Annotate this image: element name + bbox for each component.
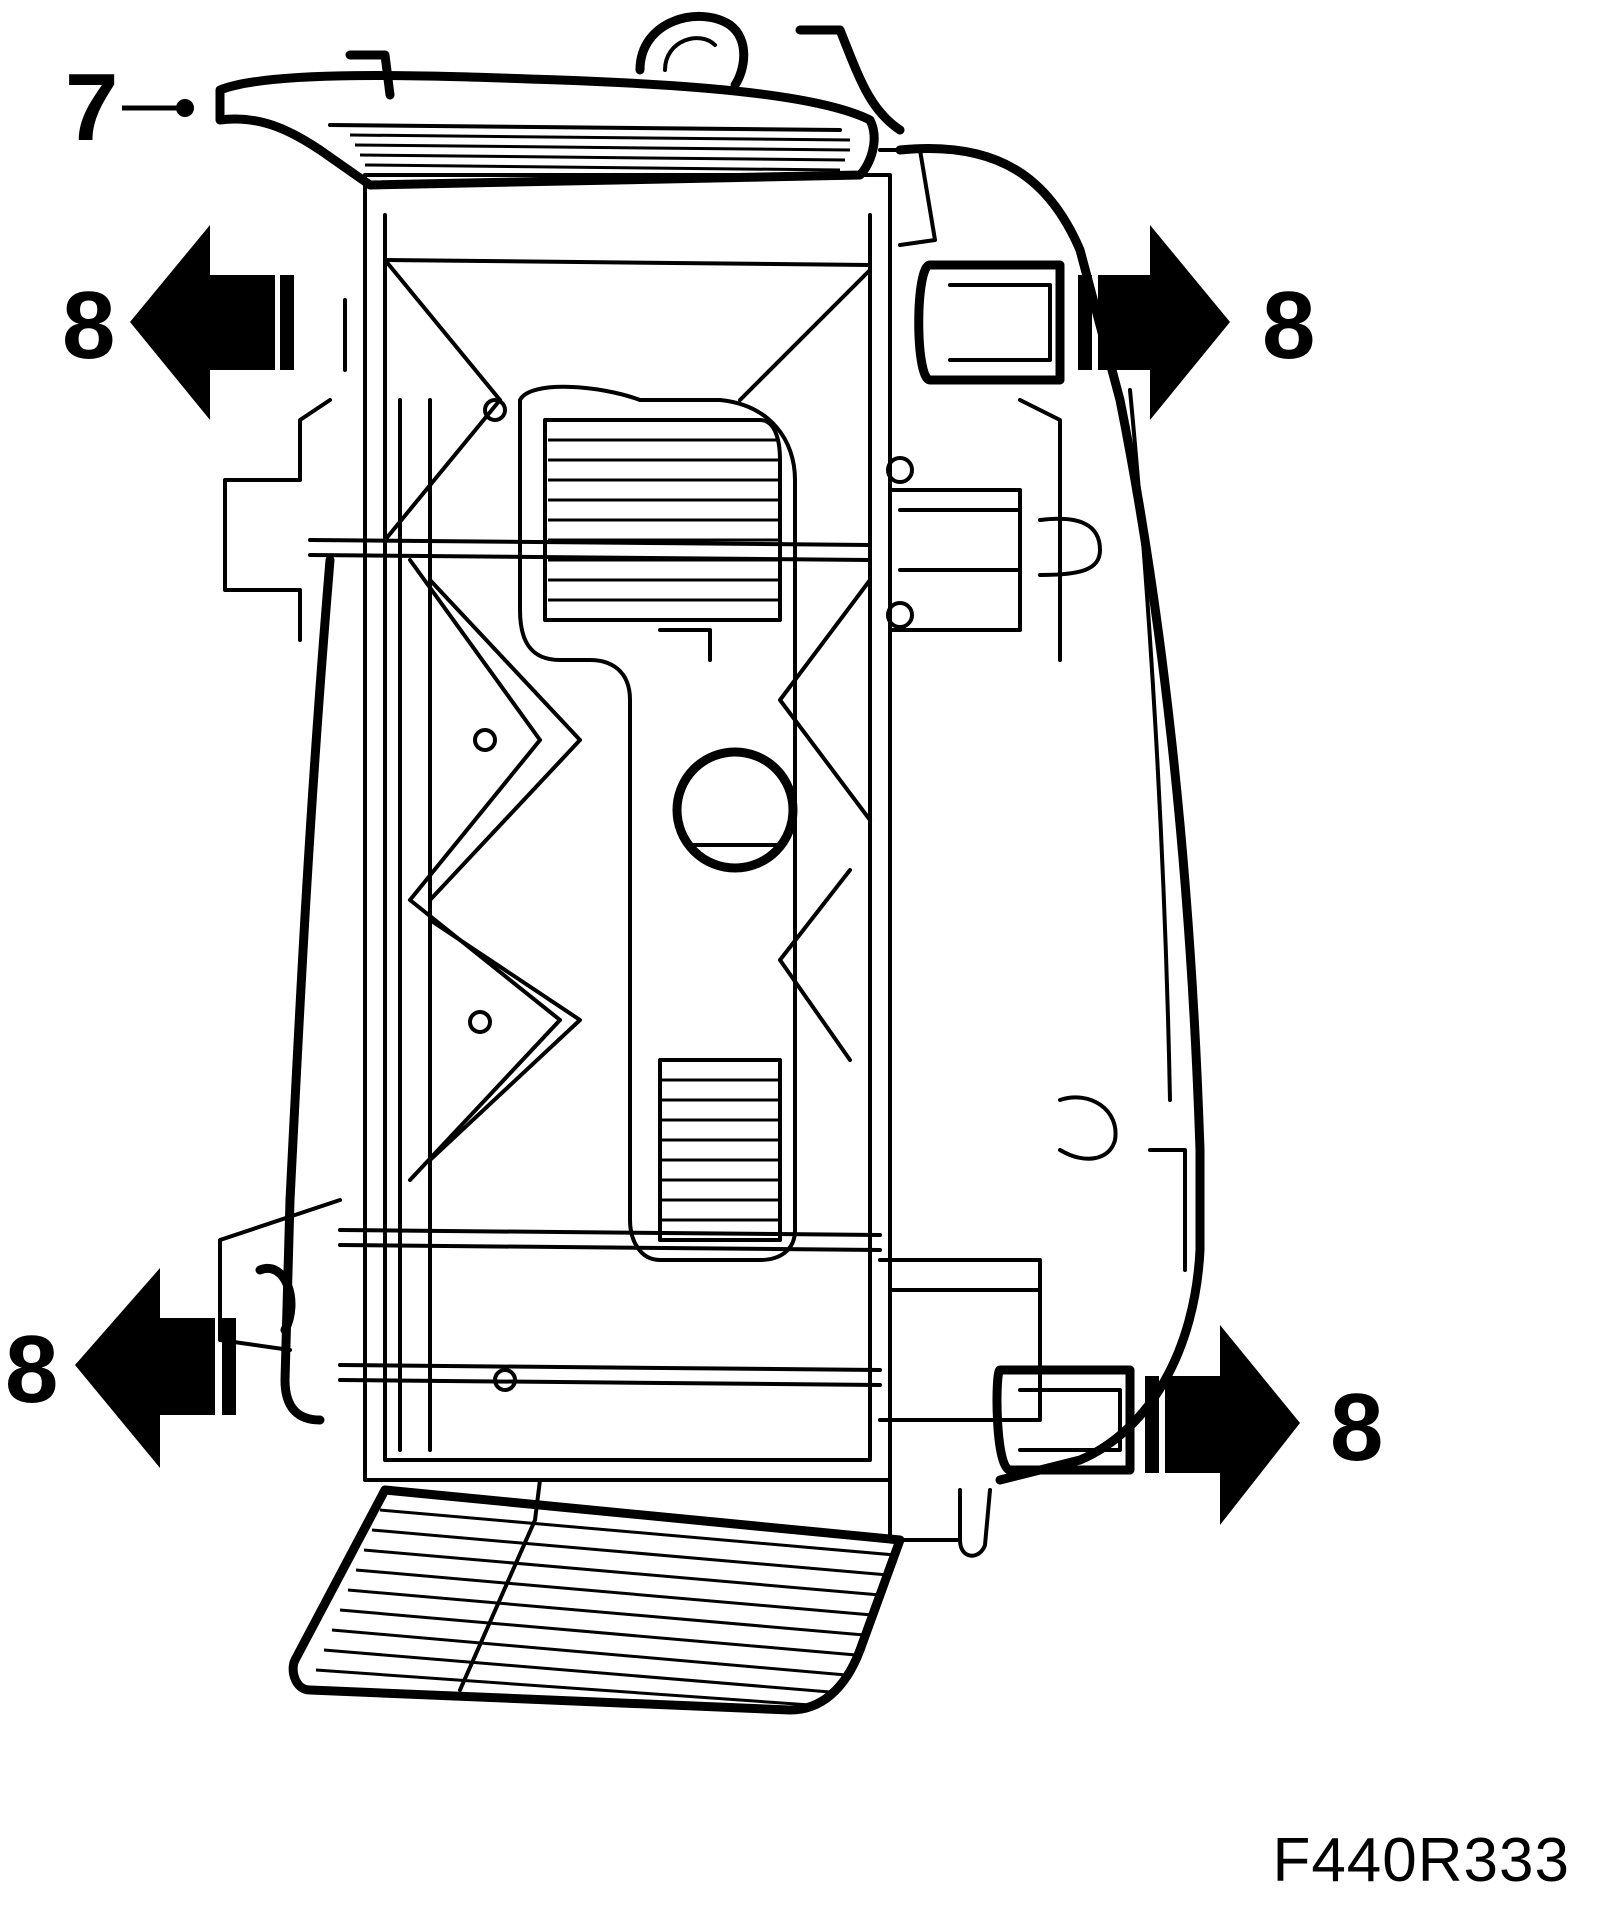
- arrow-bottom-left: [75, 1268, 236, 1468]
- inner-frame: [308, 258, 914, 1452]
- side-brackets: [218, 260, 1187, 1475]
- bottom-filter: [288, 1478, 992, 1715]
- housing-outline: [215, 11, 1205, 1485]
- callout-8-bottom-right: 8: [1330, 1374, 1383, 1481]
- arrow-bottom-right: [1145, 1325, 1300, 1525]
- leader-line-7: [122, 99, 194, 117]
- figure-code: F440R333: [1272, 1826, 1570, 1895]
- callout-8-mid-right: 8: [1262, 272, 1315, 379]
- callout-7: 7: [65, 54, 118, 161]
- central-channel: [518, 384, 798, 1262]
- arrow-mid-right: [1078, 225, 1230, 420]
- callout-8-bottom-left: 8: [5, 1316, 58, 1423]
- callout-8-mid-left: 8: [62, 272, 115, 379]
- arrow-mid-left: [130, 225, 294, 420]
